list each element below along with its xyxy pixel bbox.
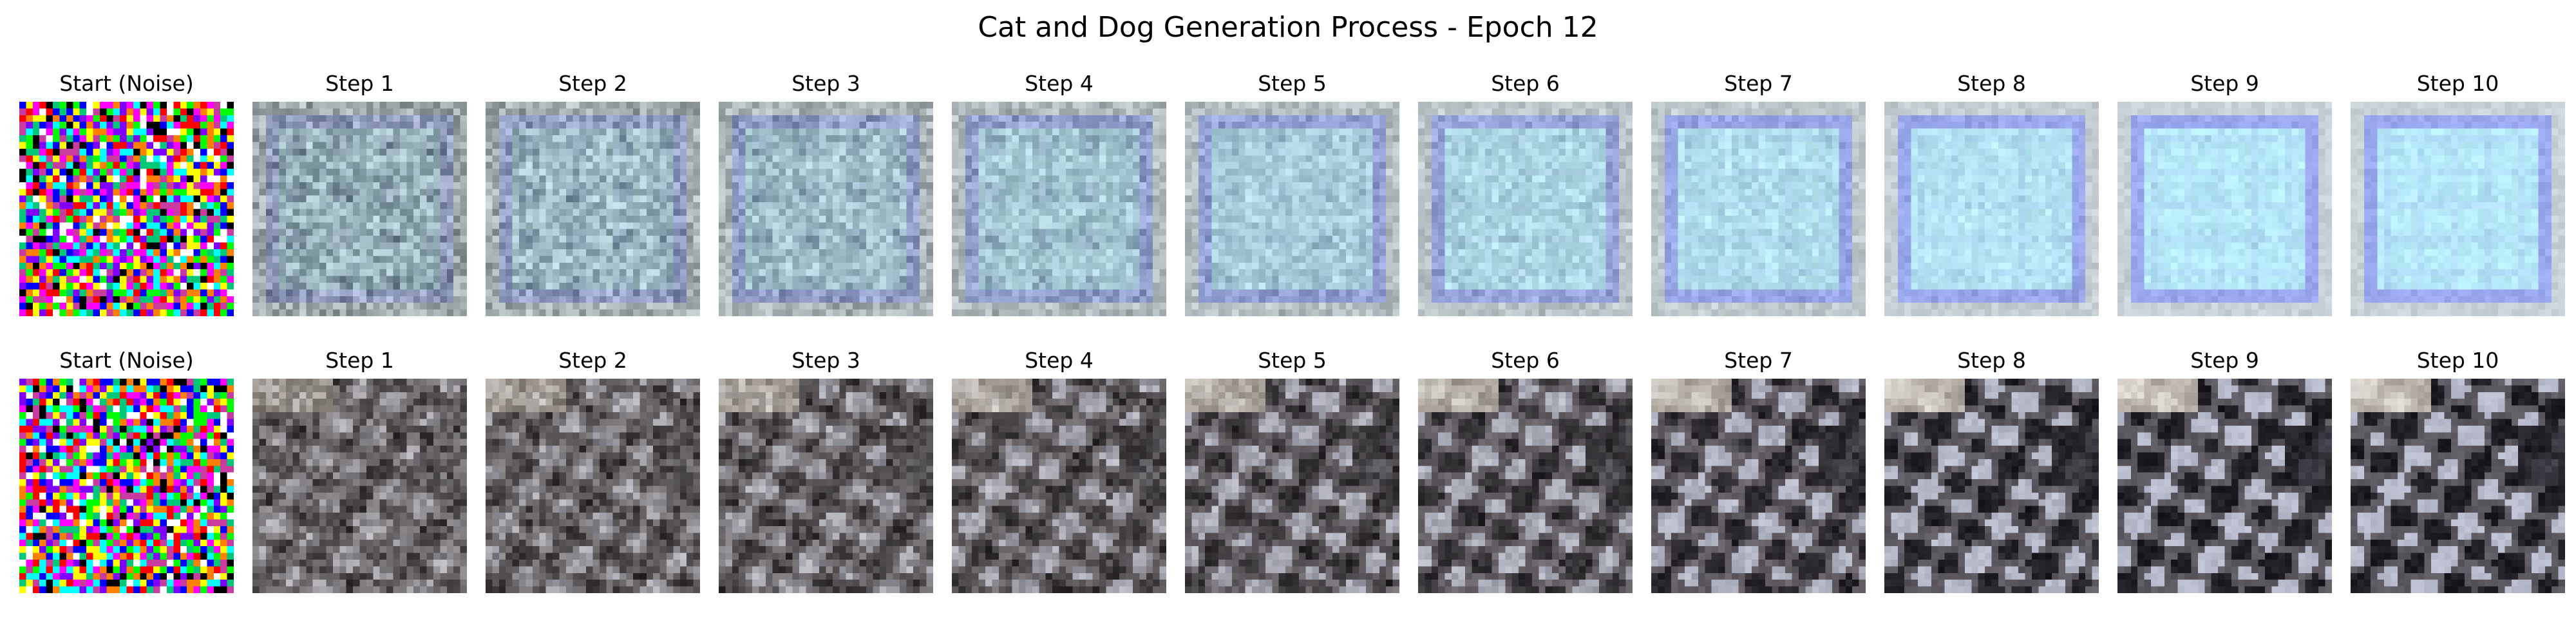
generated-image bbox=[952, 102, 1166, 316]
generation-panel: Step 8 bbox=[1884, 71, 2099, 316]
panel-title: Step 4 bbox=[1025, 71, 1094, 96]
panel-title: Step 1 bbox=[325, 348, 394, 373]
panel-title: Step 4 bbox=[1025, 348, 1094, 373]
generation-panel: Step 2 bbox=[486, 348, 700, 593]
generation-panel: Step 9 bbox=[2117, 71, 2332, 316]
panel-title: Step 10 bbox=[2416, 71, 2499, 96]
generation-panel: Step 6 bbox=[1418, 71, 1633, 316]
generation-panel: Step 4 bbox=[952, 71, 1166, 316]
generated-image bbox=[719, 102, 933, 316]
panel-title: Step 9 bbox=[2190, 348, 2259, 373]
generation-panel: Step 5 bbox=[1185, 71, 1399, 316]
generation-panel: Start (Noise) bbox=[19, 348, 234, 593]
generated-image bbox=[1651, 379, 1866, 593]
generated-image bbox=[486, 102, 700, 316]
generation-panel: Step 7 bbox=[1651, 348, 1866, 593]
generated-image bbox=[1185, 379, 1399, 593]
panel-title: Step 9 bbox=[2190, 71, 2259, 96]
panel-title: Step 7 bbox=[1724, 348, 1793, 373]
generated-image bbox=[2117, 379, 2332, 593]
generated-image bbox=[952, 379, 1166, 593]
panel-title: Step 8 bbox=[1957, 71, 2026, 96]
generation-panel: Step 7 bbox=[1651, 71, 1866, 316]
generated-image bbox=[2117, 102, 2332, 316]
panel-title: Step 8 bbox=[1957, 348, 2026, 373]
generation-panel: Step 10 bbox=[2351, 71, 2565, 316]
generated-image bbox=[1418, 379, 1633, 593]
generated-image bbox=[252, 102, 467, 316]
generation-panel: Step 8 bbox=[1884, 348, 2099, 593]
panel-title: Step 6 bbox=[1491, 348, 1560, 373]
panel-title: Step 7 bbox=[1724, 71, 1793, 96]
panel-title: Step 6 bbox=[1491, 71, 1560, 96]
panel-title: Step 2 bbox=[558, 71, 627, 96]
generated-image bbox=[2351, 102, 2565, 316]
panel-title: Step 2 bbox=[558, 348, 627, 373]
panel-title: Step 10 bbox=[2416, 348, 2499, 373]
generated-image bbox=[1185, 102, 1399, 316]
panel-title: Step 5 bbox=[1258, 71, 1327, 96]
generated-image bbox=[2351, 379, 2565, 593]
generated-image bbox=[719, 379, 933, 593]
generation-panel: Step 3 bbox=[719, 348, 933, 593]
generated-image bbox=[1418, 102, 1633, 316]
panel-title: Step 1 bbox=[325, 71, 394, 96]
generated-image bbox=[486, 379, 700, 593]
panel-title: Step 5 bbox=[1258, 348, 1327, 373]
generation-panel: Start (Noise) bbox=[19, 71, 234, 316]
generated-image bbox=[1651, 102, 1866, 316]
noise-image bbox=[19, 102, 234, 316]
generation-panel: Step 9 bbox=[2117, 348, 2332, 593]
generated-image bbox=[1884, 379, 2099, 593]
panel-title: Start (Noise) bbox=[59, 71, 194, 96]
generation-panel: Step 3 bbox=[719, 71, 933, 316]
generated-image bbox=[1884, 102, 2099, 316]
panel-title: Step 3 bbox=[791, 348, 860, 373]
panel-title: Start (Noise) bbox=[59, 348, 194, 373]
generation-panel: Step 1 bbox=[252, 71, 467, 316]
generation-panel: Step 6 bbox=[1418, 348, 1633, 593]
generation-panel: Step 4 bbox=[952, 348, 1166, 593]
panel-title: Step 3 bbox=[791, 71, 860, 96]
generation-panel: Step 5 bbox=[1185, 348, 1399, 593]
figure-title: Cat and Dog Generation Process - Epoch 1… bbox=[978, 11, 1598, 44]
noise-image bbox=[19, 379, 234, 593]
generation-panel: Step 10 bbox=[2351, 348, 2565, 593]
generation-panel: Step 2 bbox=[486, 71, 700, 316]
generated-image bbox=[252, 379, 467, 593]
generation-panel: Step 1 bbox=[252, 348, 467, 593]
